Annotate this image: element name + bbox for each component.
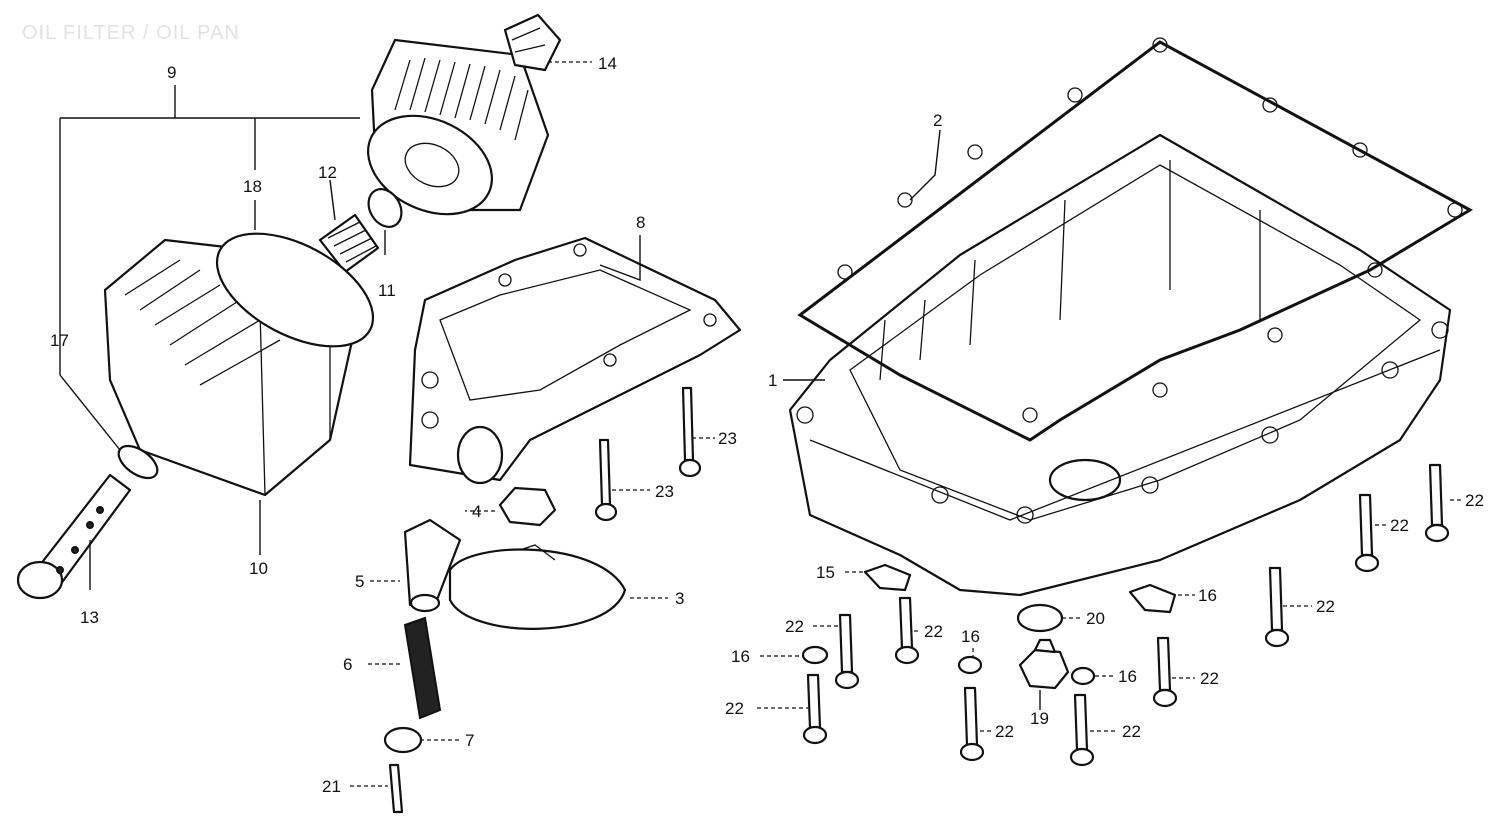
nut-4: [498, 486, 557, 527]
oil-strainer-3: [448, 544, 627, 630]
callout-17: 17: [50, 331, 69, 350]
callout-22-d: 22: [785, 617, 804, 636]
oil-pan: [788, 133, 1452, 597]
callout-4: 4: [472, 502, 481, 521]
oil-pan-gasket: [797, 37, 1474, 442]
callout-22-i: 22: [1122, 722, 1141, 741]
callout-3: 3: [675, 589, 684, 608]
filter-cover-o-ring-18: [215, 232, 375, 348]
callout-21: 21: [322, 777, 341, 796]
washer-16-a: [801, 645, 829, 665]
filter-center-bolt: [503, 13, 562, 72]
callout-22-a: 22: [1465, 491, 1484, 510]
callout-12: 12: [318, 163, 337, 182]
callout-13: 13: [80, 608, 99, 627]
callout-9: 9: [167, 63, 176, 82]
washer-16-c: [1070, 666, 1096, 686]
clip-16-right: [1128, 583, 1177, 614]
callout-22-g: 22: [725, 699, 744, 718]
callout-22-b: 22: [1390, 516, 1409, 535]
callout-10: 10: [249, 559, 268, 578]
callout-7: 7: [465, 731, 474, 750]
washer-16-b: [957, 655, 983, 675]
callout-6: 6: [343, 655, 352, 674]
callout-18: 18: [243, 177, 262, 196]
spring-12: [318, 213, 380, 274]
callout-2: 2: [933, 111, 942, 130]
washer-20: [1016, 603, 1064, 633]
callout-14: 14: [598, 54, 617, 73]
callout-1: 1: [768, 371, 777, 390]
leader-lines: [59, 61, 1462, 787]
callout-20: 20: [1086, 609, 1105, 628]
callout-5: 5: [355, 572, 364, 591]
pipe-5: [403, 518, 462, 613]
oil-filter-element: [366, 38, 550, 216]
callout-16-c: 16: [1118, 667, 1137, 686]
bolt-23-lower: [594, 438, 618, 522]
bolt-21: [388, 763, 404, 814]
o-ring-11: [367, 188, 403, 228]
callout-22-e: 22: [924, 622, 943, 641]
spring-6: [403, 616, 442, 720]
diagram-title: OIL FILTER / OIL PAN: [22, 22, 240, 44]
callout-11: 11: [378, 281, 396, 300]
callout-15: 15: [816, 563, 835, 582]
callout-16-a: 16: [731, 647, 750, 666]
oil-pump-body: [408, 236, 742, 485]
strainer-bolt-13: [16, 473, 132, 600]
callout-8: 8: [636, 213, 645, 232]
callout-23-upper: 23: [718, 429, 737, 448]
bolt-22-set: [802, 463, 1450, 767]
callout-22-h: 22: [995, 722, 1014, 741]
drain-plug-19: [1018, 638, 1070, 690]
callout-23-lower: 23: [655, 482, 674, 501]
clip-15: [863, 563, 912, 592]
bolt-23-upper: [678, 386, 702, 478]
callout-22-c: 22: [1316, 597, 1335, 616]
oil-filter-cover: [103, 232, 375, 497]
callout-16-right: 16: [1198, 586, 1217, 605]
callout-19: 19: [1030, 709, 1049, 728]
washer-7: [383, 726, 423, 754]
callout-16-b: 16: [961, 627, 980, 646]
callout-22-f: 22: [1200, 669, 1219, 688]
